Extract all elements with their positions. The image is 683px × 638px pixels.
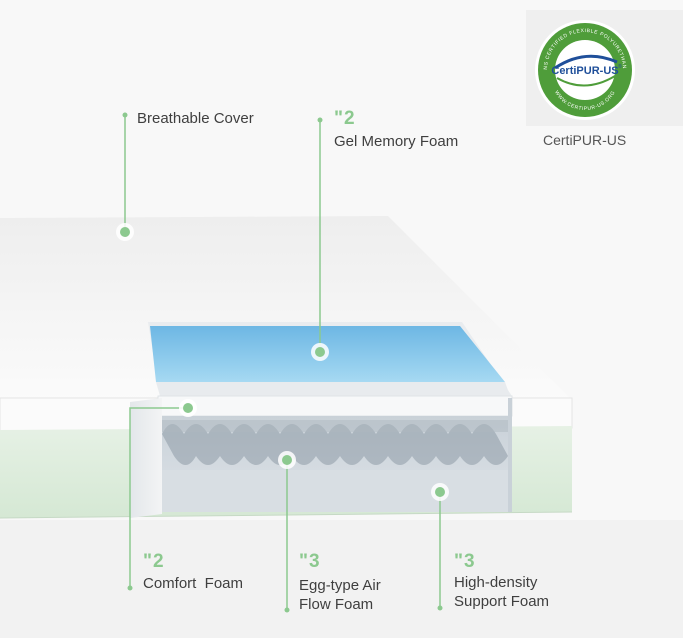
gel-layer-number: "2 (334, 108, 356, 129)
certipur-seal-logo: CONTAINS CERTIFIED FLEXIBLE POLYURETHANE… (525, 10, 635, 120)
seal-registered-mark: ® (618, 63, 622, 70)
breathable-cover-label: Breathable Cover (137, 110, 254, 127)
ring-dot-icon (431, 483, 449, 501)
gel-memory-foam-label: Gel Memory Foam (334, 133, 459, 150)
egg-foam-label-line2: Flow Foam (299, 596, 374, 613)
egg-foam-label-line1: Egg-type Air (299, 577, 381, 594)
ring-dot-icon (179, 399, 197, 417)
comfort-foam-label: Comfort Foam (143, 575, 244, 592)
ring-dot-icon (116, 223, 134, 241)
egg-crate-foam-layer (162, 424, 508, 465)
comfort-layer-number: "2 (143, 551, 165, 572)
ring-dot-icon (311, 343, 329, 361)
certipur-caption: CertiPUR-US (543, 132, 627, 148)
support-layer-number: "3 (454, 551, 476, 572)
seal-main-text: CertiPUR-US (551, 65, 618, 77)
support-foam-label-line2: Support Foam (454, 593, 550, 610)
support-foam-label-line1: High-density (454, 574, 538, 591)
ring-dot-icon (278, 451, 296, 469)
egg-layer-number: "3 (299, 551, 321, 572)
